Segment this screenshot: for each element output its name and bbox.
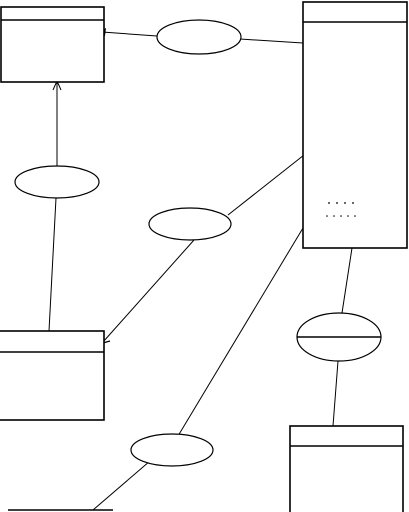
relation-oval-top bbox=[156, 19, 242, 55]
class-box-top-left bbox=[0, 6, 105, 83]
connector-top-oval-to-right-box bbox=[239, 38, 304, 44]
connector-middle-oval-to-middle-box bbox=[102, 239, 195, 343]
relation-oval-bottom bbox=[130, 433, 214, 467]
class-box-bottom-right bbox=[289, 425, 404, 512]
connector-right-oval-to-bottom-box bbox=[332, 360, 339, 427]
class-box-right-tall bbox=[302, 1, 408, 249]
class-box-middle-left bbox=[0, 330, 105, 421]
connector-top-oval-to-top-box bbox=[101, 31, 158, 37]
relation-oval-right bbox=[296, 312, 382, 362]
connector-bottom-oval-to-right-box bbox=[177, 227, 304, 437]
relation-oval-middle bbox=[148, 207, 232, 241]
relation-oval-left bbox=[14, 165, 100, 199]
connector-bottom-oval-to-bottom-left-box bbox=[92, 460, 151, 511]
connector-left-oval-to-middle-box bbox=[48, 197, 57, 332]
connector-middle-oval-to-right-box bbox=[227, 154, 305, 216]
faint-text-dots bbox=[326, 202, 356, 217]
connector-right-box-to-right-oval bbox=[341, 247, 353, 314]
